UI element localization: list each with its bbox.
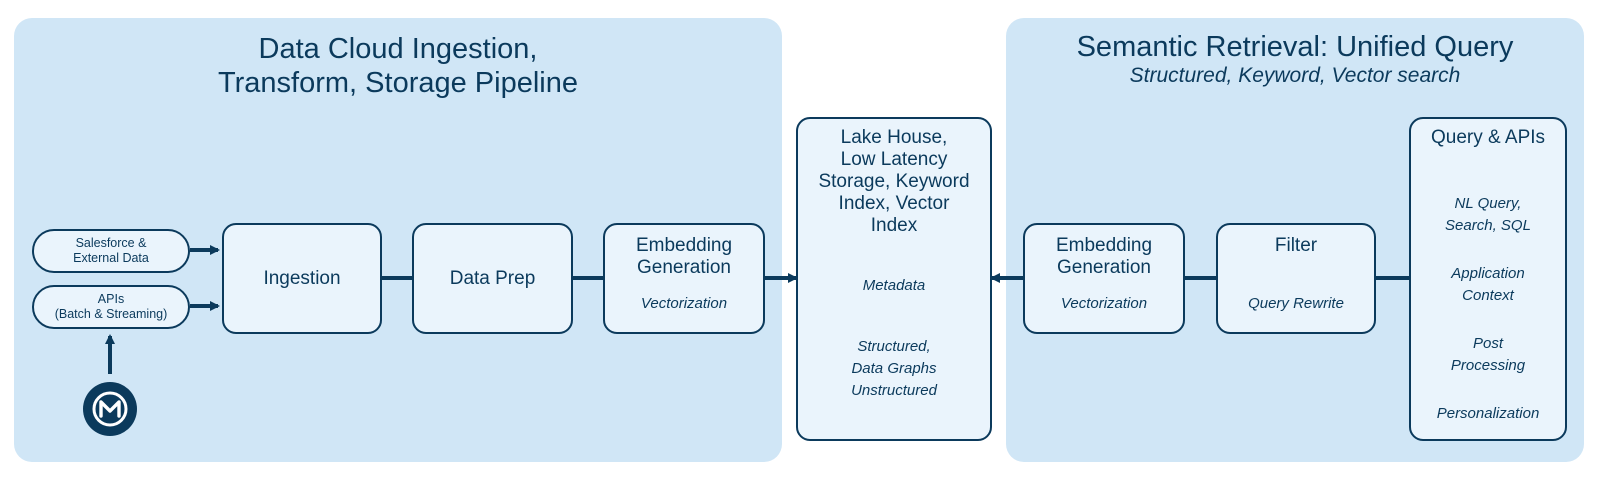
embedding-right-sub: Vectorization: [1060, 295, 1148, 312]
query-item-post-line2: Processing: [1450, 357, 1526, 374]
left-panel-title-line1: Data Cloud Ingestion,: [258, 33, 538, 65]
storage-types-line2: Data Graphs: [851, 360, 937, 377]
filter-sub: Query Rewrite: [1248, 295, 1344, 312]
salesforce-line2: External Data: [73, 251, 149, 265]
query-item-nl-line1: NL Query,: [1454, 195, 1522, 212]
storage-types: Structured, Data Graphs Unstructured: [798, 336, 990, 402]
apis-batch-streaming-source: APIs (Batch & Streaming): [32, 285, 190, 329]
storage-title-line1: Lake House,: [840, 127, 948, 148]
storage-title-line4: Index, Vector: [838, 193, 950, 214]
storage-types-line3: Unstructured: [851, 382, 937, 399]
query-item-post: Post Processing: [1411, 333, 1565, 377]
embedding-left-title-line2: Generation: [636, 257, 731, 278]
embedding-generation-box-right: Embedding Generation Vectorization: [1023, 223, 1185, 334]
query-apis-box: Query & APIs NL Query, Search, SQL Appli…: [1409, 117, 1567, 441]
query-item-context-line2: Context: [1462, 287, 1514, 304]
embedding-generation-box-left: Embedding Generation Vectorization: [603, 223, 765, 334]
salesforce-external-data-source: Salesforce & External Data: [32, 229, 190, 273]
query-item-personalization-line1: Personalization: [1436, 405, 1540, 422]
query-item-nl-line2: Search, SQL: [1445, 217, 1531, 234]
storage-types-line1: Structured,: [857, 338, 931, 355]
storage-title-line2: Low Latency: [840, 149, 948, 170]
apis-line2: (Batch & Streaming): [54, 307, 168, 321]
query-item-nl: NL Query, Search, SQL: [1411, 193, 1565, 237]
storage-title: Lake House, Low Latency Storage, Keyword…: [798, 127, 990, 237]
query-apis-title: Query & APIs: [1430, 127, 1546, 148]
query-item-post-line1: Post: [1472, 335, 1503, 352]
embedding-left-sub: Vectorization: [640, 295, 728, 312]
lakehouse-storage-box: Lake House, Low Latency Storage, Keyword…: [796, 117, 992, 441]
left-panel-title: Data Cloud Ingestion, Transform, Storage…: [14, 32, 782, 100]
query-item-context-line1: Application: [1451, 265, 1525, 282]
query-item-personalization: Personalization: [1411, 403, 1565, 425]
left-panel-title-line2: Transform, Storage Pipeline: [218, 67, 578, 99]
ingestion-label: Ingestion: [263, 267, 341, 289]
data-prep-label: Data Prep: [449, 267, 536, 289]
query-item-context: Application Context: [1411, 263, 1565, 307]
data-prep-box: Data Prep: [412, 223, 573, 334]
ingestion-box: Ingestion: [222, 223, 382, 334]
filter-title: Filter: [1274, 235, 1318, 256]
salesforce-line1: Salesforce &: [75, 236, 147, 250]
storage-metadata: Metadata: [862, 277, 926, 294]
storage-title-line3: Storage, Keyword: [818, 171, 970, 192]
embedding-right-title-line2: Generation: [1056, 257, 1151, 278]
storage-title-line5: Index: [870, 215, 918, 236]
apis-line1: APIs: [97, 292, 125, 306]
filter-box: Filter Query Rewrite: [1216, 223, 1376, 334]
mulesoft-logo-icon: [83, 382, 137, 436]
right-panel-subtitle: Structured, Keyword, Vector search: [1129, 64, 1461, 87]
embedding-left-title-line1: Embedding: [635, 235, 733, 256]
embedding-right-title-line1: Embedding: [1055, 235, 1153, 256]
right-panel-title: Semantic Retrieval: Unified Query: [1076, 31, 1514, 63]
